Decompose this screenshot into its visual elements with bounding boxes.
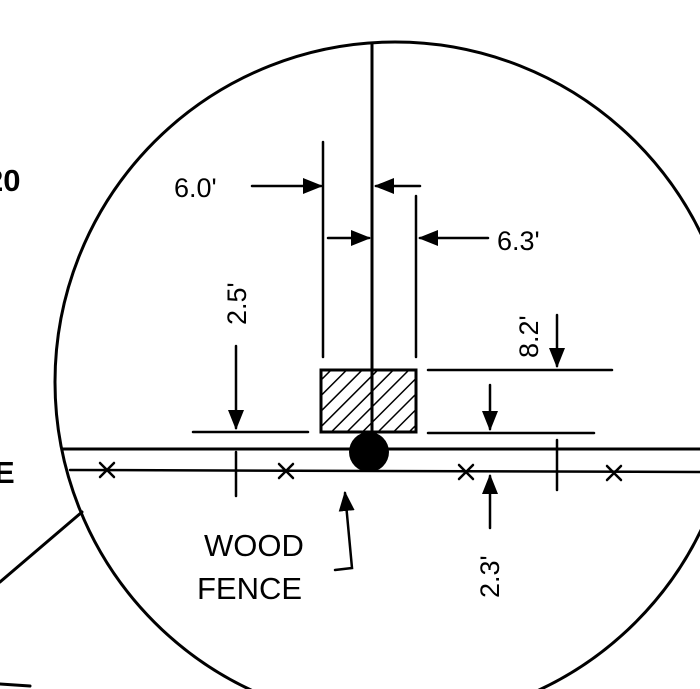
fence-label-line1: WOOD [204, 528, 304, 563]
fence-post-marks [98, 461, 623, 482]
bottom-edge-line [0, 682, 32, 688]
hatched-structure [319, 368, 418, 434]
dimension-label-8-2: 8.2' [514, 315, 544, 358]
leader-line [0, 510, 84, 584]
fence-label-line2: FENCE [197, 571, 302, 606]
dimension-8-2 [482, 313, 565, 492]
dimension-label-2-5: 2.5' [222, 282, 252, 325]
dimension-label-2-3: 2.3' [475, 555, 505, 598]
detail-circle [53, 40, 700, 689]
fence-line [68, 468, 700, 474]
dimension-label-6-0: 6.0' [174, 173, 217, 203]
edge-label-letter: E [0, 455, 15, 490]
dimension-label-6-3: 6.3' [497, 226, 540, 256]
fence-leader [333, 491, 355, 572]
utility-pole-dot [349, 432, 389, 472]
extension-lines [191, 140, 614, 435]
edge-label-number: 20 [0, 163, 20, 198]
